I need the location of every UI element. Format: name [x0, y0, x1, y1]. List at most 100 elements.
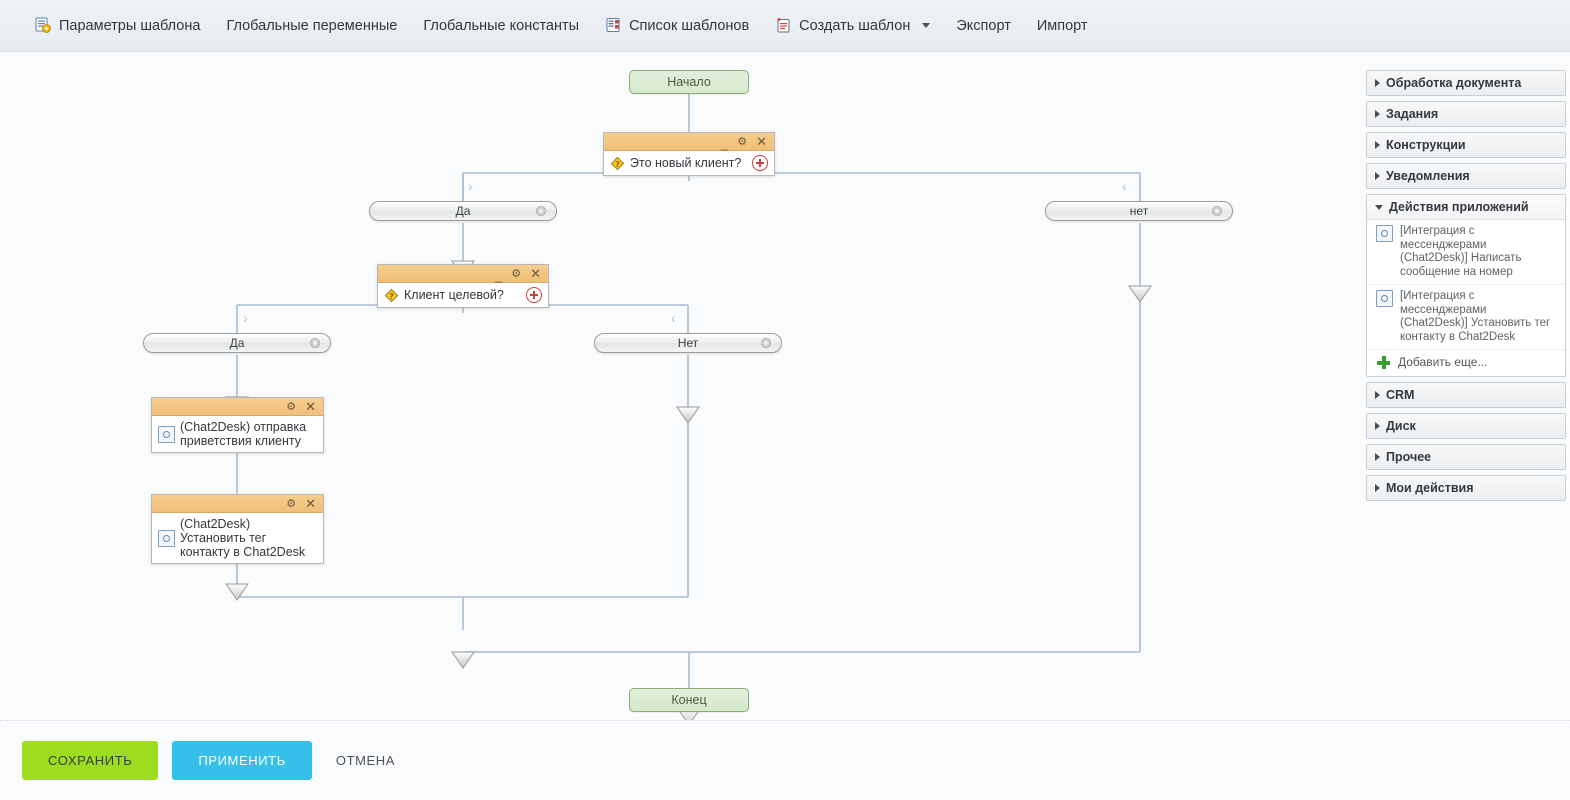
node-condition-new-client[interactable]: _ ⚙ ✕ ? Это новый клиент?: [603, 132, 775, 176]
node-action-send-greeting[interactable]: ⚙ ✕ (Chat2Desk) отправка приветствия кли…: [151, 397, 324, 453]
group-header[interactable]: CRM: [1367, 383, 1565, 407]
node-condition-target-client[interactable]: _ ⚙ ✕ ? Клиент целевой?: [377, 264, 549, 308]
group-header[interactable]: Конструкции: [1367, 133, 1565, 157]
chevron-right-icon: [1375, 110, 1380, 118]
add-more-label: Добавить еще...: [1398, 355, 1488, 369]
connector-lines: [225, 94, 1152, 720]
list-item[interactable]: [Интеграция с мессенджерами (Chat2Desk)]…: [1367, 220, 1565, 285]
sidebar-group-other[interactable]: Прочее: [1366, 444, 1566, 470]
branch-yes-2[interactable]: Да: [143, 333, 331, 353]
sidebar-group-crm[interactable]: CRM: [1366, 382, 1566, 408]
group-label: Действия приложений: [1389, 200, 1529, 214]
window-body: ? Это новый клиент?: [604, 151, 774, 175]
group-label: Мои действия: [1386, 481, 1474, 495]
branch-expand-right-icon[interactable]: ‹: [1122, 178, 1127, 194]
group-label: CRM: [1386, 388, 1415, 402]
group-header[interactable]: Уведомления: [1367, 164, 1565, 188]
app-action-icon: [158, 425, 175, 443]
gear-icon[interactable]: [309, 337, 321, 349]
close-icon[interactable]: ✕: [756, 133, 767, 149]
window-body: (Chat2Desk) Установить тег контакту в Ch…: [152, 513, 323, 563]
gear-icon[interactable]: [760, 337, 772, 349]
condition-diamond-icon: ?: [610, 156, 625, 171]
sidebar-group-disk[interactable]: Диск: [1366, 413, 1566, 439]
group-header[interactable]: Мои действия: [1367, 476, 1565, 500]
group-header[interactable]: Действия приложений: [1367, 195, 1565, 220]
save-button[interactable]: СОХРАНИТЬ: [22, 741, 159, 780]
action-label: [Интеграция с мессенджерами (Chat2Desk)]…: [1400, 225, 1522, 278]
branch-expand-left-icon[interactable]: ›: [468, 178, 473, 194]
toolbar-item-template-list[interactable]: Список шаблонов: [592, 0, 762, 52]
gear-icon[interactable]: [535, 205, 547, 217]
condition-diamond-icon: ?: [384, 288, 399, 303]
group-body: [Интеграция с мессенджерами (Chat2Desk)]…: [1367, 220, 1565, 376]
close-icon[interactable]: ✕: [305, 398, 316, 414]
group-label: Диск: [1386, 419, 1416, 433]
add-icon[interactable]: [752, 155, 768, 171]
sidebar-group-tasks[interactable]: Задания: [1366, 101, 1566, 127]
gear-icon[interactable]: ⚙: [737, 135, 748, 148]
apply-button[interactable]: ПРИМЕНИТЬ: [172, 741, 312, 780]
branch-no-1[interactable]: нет: [1045, 201, 1233, 221]
cancel-button[interactable]: ОТМЕНА: [326, 741, 405, 780]
window-body: ? Клиент целевой?: [378, 283, 548, 307]
new-template-icon: [775, 17, 792, 34]
window-titlebar: _ ⚙ ✕: [378, 265, 548, 283]
add-icon[interactable]: [526, 287, 542, 303]
branch-label: Да: [229, 336, 245, 350]
gear-icon[interactable]: ⚙: [286, 497, 297, 510]
group-label: Обработка документа: [1386, 76, 1522, 90]
sidebar-group-notifications[interactable]: Уведомления: [1366, 163, 1566, 189]
condition-title: Клиент целевой?: [404, 288, 504, 302]
node-end[interactable]: Конец: [629, 688, 749, 712]
workflow-canvas[interactable]: Начало _ ⚙ ✕ ? Это новый клиент? › ‹ Да: [0, 52, 1570, 720]
branch-expand-left-icon[interactable]: ›: [243, 310, 248, 326]
chevron-right-icon: [1375, 79, 1380, 87]
group-label: Задания: [1386, 107, 1439, 121]
chevron-right-icon: [1375, 141, 1380, 149]
toolbar-item-global-variables[interactable]: Глобальные переменные: [213, 0, 410, 52]
branch-expand-right-icon[interactable]: ‹: [671, 310, 676, 326]
toolbar-item-template-settings[interactable]: Параметры шаблона: [22, 0, 213, 52]
branch-label: Да: [455, 204, 471, 218]
sidebar-group-constructions[interactable]: Конструкции: [1366, 132, 1566, 158]
chevron-right-icon: [1375, 453, 1380, 461]
toolbar-item-label: Создать шаблон: [799, 17, 911, 34]
node-end-label: Конец: [671, 693, 707, 707]
gear-icon[interactable]: ⚙: [286, 400, 297, 413]
node-action-set-tag[interactable]: ⚙ ✕ (Chat2Desk) Установить тег контакту …: [151, 494, 324, 564]
node-start[interactable]: Начало: [629, 70, 749, 94]
close-icon[interactable]: ✕: [305, 495, 316, 511]
group-label: Конструкции: [1386, 138, 1466, 152]
app-action-icon: [158, 529, 175, 547]
footer-actions: СОХРАНИТЬ ПРИМЕНИТЬ ОТМЕНА: [0, 720, 1570, 800]
group-header[interactable]: Прочее: [1367, 445, 1565, 469]
toolbar-item-label: Экспорт: [956, 17, 1011, 34]
gear-icon[interactable]: ⚙: [511, 267, 522, 280]
branch-yes-1[interactable]: Да: [369, 201, 557, 221]
toolbar-item-label: Список шаблонов: [629, 17, 750, 34]
branch-no-2[interactable]: Нет: [594, 333, 782, 353]
close-icon[interactable]: ✕: [530, 265, 541, 281]
toolbar-item-global-constants[interactable]: Глобальные константы: [410, 0, 592, 52]
sidebar-group-my-actions[interactable]: Мои действия: [1366, 475, 1566, 501]
group-header[interactable]: Задания: [1367, 102, 1565, 126]
group-header[interactable]: Диск: [1367, 414, 1565, 438]
list-item[interactable]: [Интеграция с мессенджерами (Chat2Desk)]…: [1367, 285, 1565, 350]
toolbar-item-import[interactable]: Импорт: [1024, 0, 1101, 52]
chevron-right-icon: [1375, 391, 1380, 399]
minimize-icon[interactable]: _: [494, 267, 503, 283]
group-label: Уведомления: [1386, 169, 1470, 183]
toolbar-item-export[interactable]: Экспорт: [943, 0, 1023, 52]
sidebar-group-app-actions[interactable]: Действия приложений [Интеграция с мессен…: [1366, 194, 1566, 377]
gear-icon[interactable]: [1211, 205, 1223, 217]
toolbar-item-create-template[interactable]: Создать шаблон: [762, 0, 943, 52]
window-titlebar: _ ⚙ ✕: [604, 133, 774, 151]
group-header[interactable]: Обработка документа: [1367, 71, 1565, 95]
add-more-button[interactable]: Добавить еще...: [1367, 350, 1565, 372]
toolbar-item-label: Глобальные переменные: [226, 17, 398, 34]
minimize-icon[interactable]: _: [720, 135, 729, 151]
toolbar-item-label: Параметры шаблона: [59, 17, 201, 34]
sidebar-group-document-processing[interactable]: Обработка документа: [1366, 70, 1566, 96]
svg-text:?: ?: [389, 292, 394, 301]
